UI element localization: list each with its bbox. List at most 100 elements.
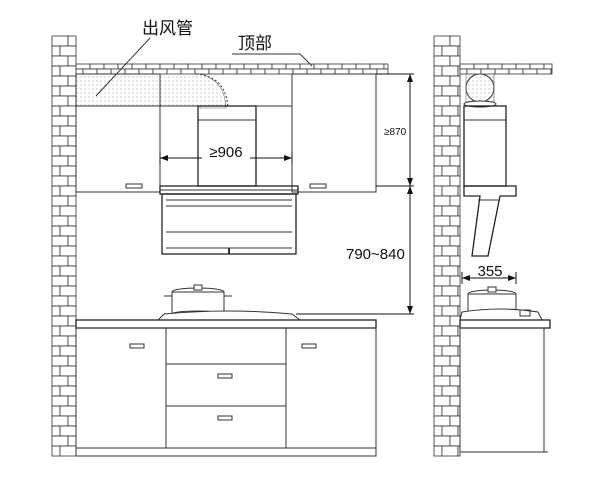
brick <box>103 63 119 70</box>
brick <box>51 365 61 377</box>
brick <box>51 285 61 297</box>
brick <box>51 95 69 107</box>
brick <box>449 135 461 147</box>
brick <box>473 63 489 70</box>
brick <box>362 68 378 75</box>
brick <box>75 68 84 75</box>
brick <box>433 245 443 257</box>
brick <box>543 63 553 70</box>
brick <box>67 35 77 47</box>
brick <box>138 68 154 75</box>
brick <box>441 445 459 457</box>
brick <box>341 63 357 70</box>
brick <box>449 435 461 447</box>
brick <box>51 105 61 117</box>
brick <box>457 225 461 237</box>
brick <box>449 35 461 47</box>
ceiling-strip-side <box>459 63 553 75</box>
brick <box>449 275 461 287</box>
brick <box>501 63 517 70</box>
brick <box>433 95 451 107</box>
brick <box>51 375 69 387</box>
brick <box>152 68 168 75</box>
brick <box>67 335 77 347</box>
brick <box>124 68 140 75</box>
brick <box>67 95 77 107</box>
brick <box>110 68 126 75</box>
brick <box>441 305 459 317</box>
brick <box>59 105 77 117</box>
brick <box>433 195 451 207</box>
lower-cabinets <box>75 327 377 457</box>
brick <box>433 165 443 177</box>
brick <box>457 85 461 97</box>
brick <box>51 345 61 357</box>
brick <box>457 205 461 217</box>
brick <box>250 68 266 75</box>
brick <box>75 63 91 70</box>
brick <box>194 68 210 75</box>
cabinet-handle <box>129 343 145 349</box>
brick <box>306 68 322 75</box>
brick <box>433 445 443 457</box>
brick <box>51 205 61 217</box>
brick <box>59 125 77 137</box>
brick <box>320 68 336 75</box>
brick <box>480 68 496 75</box>
brick <box>67 255 77 267</box>
brick <box>441 85 459 97</box>
brick <box>51 165 61 177</box>
side-hood <box>463 185 517 257</box>
brick <box>271 63 287 70</box>
brick <box>67 115 77 127</box>
brick <box>201 63 217 70</box>
brick <box>51 305 61 317</box>
brick <box>59 205 77 217</box>
brick <box>51 445 61 457</box>
duct-label: 出风管 <box>142 19 193 38</box>
brick <box>51 245 61 257</box>
brick <box>51 265 61 277</box>
brick <box>433 315 451 327</box>
brick <box>67 135 77 147</box>
brick <box>433 365 443 377</box>
brick <box>51 405 61 417</box>
brick <box>441 265 459 277</box>
brick <box>441 105 459 117</box>
brick <box>449 95 461 107</box>
range-hood <box>159 185 299 255</box>
brick <box>433 255 451 267</box>
brick <box>433 405 443 417</box>
brick <box>51 155 69 167</box>
brick <box>51 385 61 397</box>
brick <box>466 68 482 75</box>
duct-callout: 出风管 <box>95 19 193 97</box>
brick <box>433 435 451 447</box>
brick <box>441 245 459 257</box>
exhaust-duct <box>75 73 229 109</box>
countertop <box>75 319 377 329</box>
brick <box>369 63 385 70</box>
brick <box>59 445 77 457</box>
brick <box>441 345 459 357</box>
brick <box>449 75 461 87</box>
brick-wall-right <box>433 35 461 457</box>
brick <box>159 63 175 70</box>
brick <box>515 63 531 70</box>
brick <box>433 225 443 237</box>
brick <box>355 63 371 70</box>
brick <box>457 45 461 57</box>
brick <box>51 315 69 327</box>
brick <box>51 235 69 247</box>
brick <box>51 355 69 367</box>
side-duct <box>463 73 497 108</box>
brick <box>449 395 461 407</box>
brick <box>522 68 538 75</box>
brick <box>449 315 461 327</box>
brick <box>59 185 77 197</box>
brick <box>433 355 451 367</box>
brick <box>299 63 315 70</box>
brick <box>433 425 443 437</box>
side-view: 355 <box>433 35 553 457</box>
